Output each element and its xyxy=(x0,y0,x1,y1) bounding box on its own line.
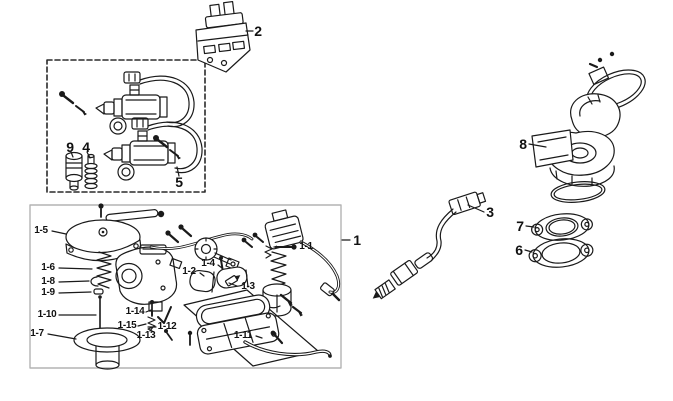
callout-3: 3 xyxy=(486,204,494,220)
bystarter-screw-upper xyxy=(59,91,87,116)
callout-1-9: 1-9 xyxy=(41,287,55,298)
bystarter-screw-lower xyxy=(153,135,181,160)
carburetor-box xyxy=(29,204,342,369)
idle-adjuster-parts xyxy=(147,300,173,341)
callout-7: 7 xyxy=(516,218,524,234)
callout-1-10: 1-10 xyxy=(37,309,57,320)
part-7-gasket xyxy=(531,213,593,241)
callout-1-7: 1-7 xyxy=(30,328,44,339)
part-3-sensor-wire xyxy=(372,191,487,300)
part-4-boot xyxy=(84,153,98,190)
leader-lines xyxy=(47,30,547,340)
dashed-box xyxy=(46,59,206,193)
callout-1-6: 1-6 xyxy=(41,262,55,273)
callout-1: 1 xyxy=(353,232,361,248)
manifold-o-ring xyxy=(550,181,606,203)
callout-2: 2 xyxy=(254,23,262,39)
part-1-9-pin xyxy=(93,288,104,295)
carburetor-body xyxy=(115,244,183,317)
callout-1-15: 1-15 xyxy=(117,320,137,331)
part-1-8-clip xyxy=(90,276,99,287)
callout-1-3: 1-3 xyxy=(241,281,255,292)
nozzle-pump-cluster xyxy=(165,224,273,271)
part-8-intake-manifold xyxy=(531,51,646,203)
callout-1-1: 1-1 xyxy=(299,241,313,252)
bowl-screws xyxy=(279,293,303,317)
part-2-cdi-unit xyxy=(195,1,251,73)
callout-1-11: 1-11 xyxy=(233,330,253,341)
fuel-hose xyxy=(149,232,254,251)
drain-hose xyxy=(243,340,332,358)
callout-1-2: 1-2 xyxy=(182,266,196,277)
callout-5: 5 xyxy=(175,174,183,190)
top-lever xyxy=(98,203,165,222)
part-1-carburetor xyxy=(65,203,341,370)
callout-9: 9 xyxy=(66,139,74,155)
float-assembly xyxy=(189,256,249,293)
part-1-6-spring xyxy=(96,251,112,289)
callout-1-8: 1-8 xyxy=(41,276,55,287)
part-5-bystarter-upper xyxy=(95,71,195,135)
callout-4: 4 xyxy=(82,139,90,155)
part-5-bystarter-lower xyxy=(103,117,203,181)
callout-1-4: 1-4 xyxy=(201,258,215,269)
callout-1-14: 1-14 xyxy=(125,306,145,317)
part-9-cap xyxy=(65,151,83,191)
callout-1-13: 1-13 xyxy=(136,330,156,341)
callout-1-12: 1-12 xyxy=(157,321,177,332)
part-6-gasket xyxy=(528,238,594,268)
callout-1-5: 1-5 xyxy=(34,225,48,236)
part-1-7-piston xyxy=(73,327,141,370)
callout-6: 6 xyxy=(515,242,523,258)
callout-8: 8 xyxy=(519,136,527,152)
throttle-cable xyxy=(299,240,341,302)
float-bowl-detail xyxy=(183,289,319,367)
